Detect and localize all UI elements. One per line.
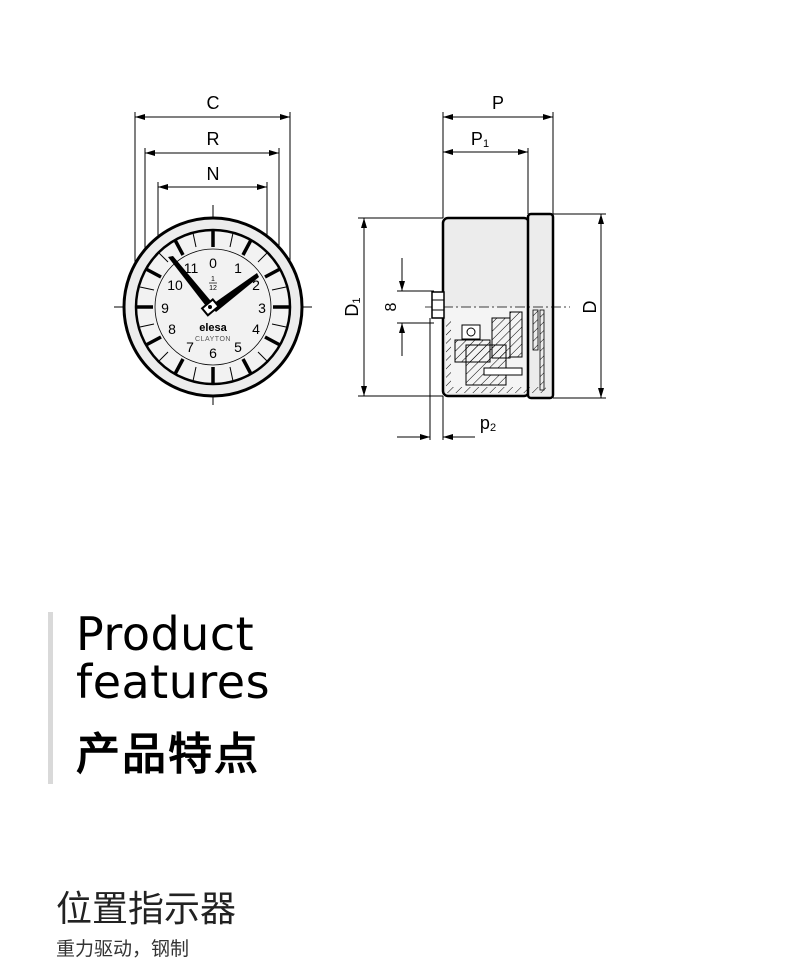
- svg-text:10: 10: [167, 277, 183, 293]
- title-line-2: features: [76, 655, 271, 709]
- accent-bar: [48, 612, 53, 784]
- dimension-p1-label: P1: [471, 129, 489, 150]
- svg-text:3: 3: [258, 300, 266, 316]
- brand-logo: elesa: [199, 322, 227, 334]
- side-view: P P1 D1: [342, 93, 606, 440]
- svg-text:9: 9: [161, 300, 169, 316]
- svg-text:11: 11: [184, 260, 199, 276]
- svg-text:R: R: [207, 129, 220, 149]
- svg-text:4: 4: [252, 321, 260, 337]
- fraction-numerator: 1: [211, 276, 215, 283]
- dimension-8-label: 8: [383, 302, 400, 311]
- product-description: 重力驱动，钢制: [56, 938, 190, 960]
- fraction-denominator: 12: [209, 285, 217, 292]
- svg-text:5: 5: [234, 339, 242, 355]
- dimension-p-label: P: [492, 93, 504, 113]
- svg-text:8: 8: [168, 321, 176, 337]
- svg-text:2: 2: [252, 277, 260, 293]
- cutaway-section: [446, 307, 546, 393]
- svg-text:6: 6: [209, 345, 217, 361]
- title-line-1: Product: [76, 607, 255, 661]
- svg-text:N: N: [207, 164, 220, 184]
- product-features-heading: Product features 产品特点: [48, 610, 348, 784]
- dimension-d-label: D: [580, 301, 600, 314]
- svg-text:1: 1: [234, 260, 242, 276]
- dimension-p2-label: p2: [480, 413, 496, 434]
- features-title-en: Product features: [76, 610, 270, 706]
- dial-numbers: 0 1 2 3 4 5 6 7 8 9 10 11: [161, 255, 266, 361]
- technical-drawing: C R N: [114, 93, 606, 440]
- svg-text:0: 0: [209, 255, 217, 271]
- svg-text:C: C: [207, 93, 220, 113]
- features-title-cn: 产品特点: [76, 729, 260, 780]
- product-name: 位置指示器: [56, 889, 237, 930]
- svg-text:7: 7: [186, 339, 194, 355]
- dimension-d1-label: D1: [342, 297, 363, 316]
- dial-ticks: [136, 230, 290, 384]
- brand-subtitle: CLAYTON: [195, 336, 231, 343]
- front-view: C R N: [114, 93, 312, 405]
- dial-hands: [168, 256, 259, 317]
